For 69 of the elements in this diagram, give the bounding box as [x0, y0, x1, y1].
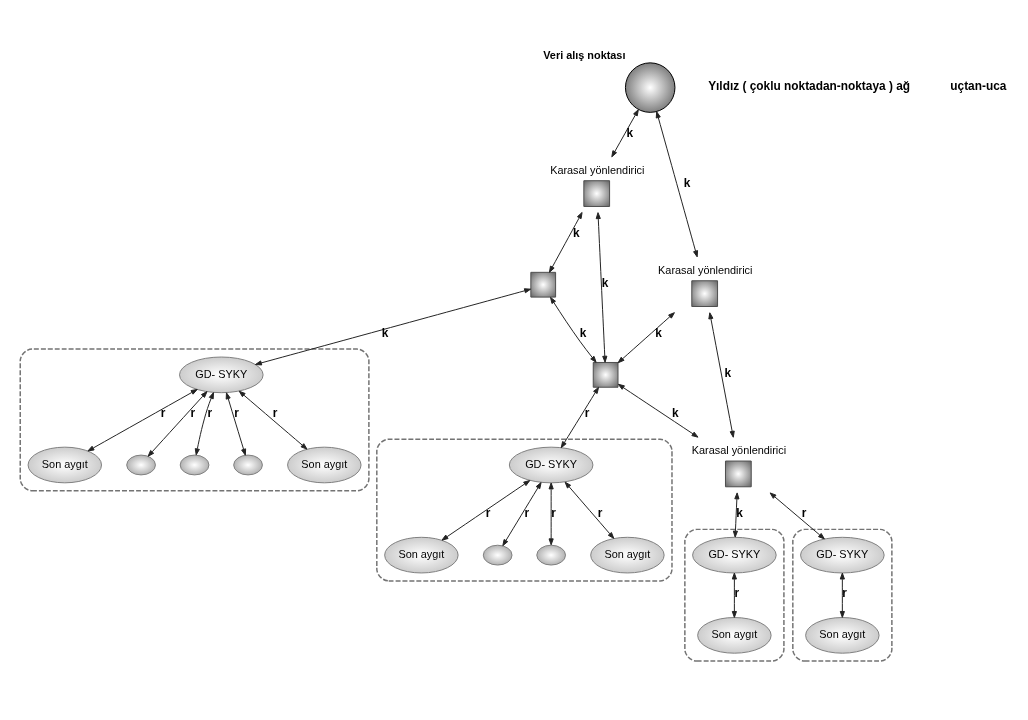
- edge-label: r: [207, 406, 213, 421]
- node-circle: [233, 454, 263, 476]
- node-label: Karasal yönlendirici: [691, 443, 787, 456]
- edge-label: r: [160, 406, 166, 421]
- arrow: [548, 211, 583, 273]
- node-ellipse: GD- SYKY: [508, 446, 594, 484]
- node-circle: [126, 454, 156, 476]
- arrow: [550, 296, 597, 363]
- node-circle: [624, 62, 676, 113]
- node-circle: [482, 544, 513, 566]
- edge-label: r: [524, 506, 530, 521]
- edge-label: k: [736, 506, 743, 521]
- arrow: [708, 312, 735, 438]
- arrow: [560, 386, 599, 449]
- node-ellipse: Son aygıt: [805, 617, 880, 654]
- edge-label: r: [190, 406, 196, 421]
- node-circle: [536, 544, 566, 566]
- arrow: [548, 482, 554, 546]
- arrow: [617, 312, 675, 364]
- arrow: [238, 390, 308, 450]
- arrow: [87, 388, 198, 452]
- arrow: [441, 480, 531, 541]
- arrow: [732, 492, 740, 538]
- node-ellipse: GD- SYKY: [800, 536, 885, 574]
- edge-label: k: [572, 225, 580, 240]
- edge-label: r: [842, 586, 847, 601]
- edge-label: k: [381, 325, 389, 340]
- arrow: [769, 492, 825, 540]
- edge-label: r: [272, 406, 278, 421]
- node-box: [530, 271, 557, 298]
- edge-label: k: [683, 175, 691, 190]
- edge-label: r: [485, 506, 491, 521]
- arrow: [839, 572, 845, 618]
- edge-label: k: [671, 406, 679, 421]
- edge-label: r: [551, 506, 556, 521]
- arrow: [731, 572, 737, 618]
- edge-label: r: [734, 586, 740, 601]
- node-label: Karasal yönlendirici: [550, 163, 645, 176]
- arrow: [502, 482, 542, 547]
- arrow: [564, 481, 615, 539]
- node-label: Veri alış noktası: [543, 48, 626, 61]
- arrow: [225, 392, 247, 456]
- edge-label: r: [584, 406, 590, 421]
- arrow: [595, 212, 608, 363]
- edge-label: k: [601, 275, 609, 290]
- label: Yıldız ( çoklu noktadan-noktaya ) ağ: [708, 78, 911, 93]
- node-ellipse: Son aygıt: [697, 617, 772, 654]
- arrow: [617, 383, 699, 438]
- node-ellipse: GD- SYKY: [692, 536, 777, 574]
- edge-label: r: [801, 506, 807, 521]
- edge-label: k: [626, 125, 634, 140]
- edge-label: k: [655, 325, 662, 340]
- node-ellipse: Son aygıt: [287, 446, 362, 484]
- node-box: [592, 362, 619, 388]
- label: uçtan-uca: [950, 78, 1007, 93]
- cluster: [19, 348, 370, 492]
- edge-label: r: [234, 406, 239, 421]
- node-label: Karasal yönlendirici: [658, 263, 753, 276]
- node-circle: [179, 454, 210, 476]
- arrow: [194, 392, 215, 456]
- edge-label: k: [579, 325, 587, 340]
- arrow: [254, 288, 532, 366]
- node-ellipse: Son aygıt: [590, 536, 665, 574]
- edge-label: r: [597, 506, 603, 521]
- arrow: [611, 109, 639, 158]
- edge-label: k: [724, 365, 732, 380]
- cluster: [792, 528, 893, 662]
- arrow: [147, 391, 208, 457]
- arrow: [655, 111, 699, 258]
